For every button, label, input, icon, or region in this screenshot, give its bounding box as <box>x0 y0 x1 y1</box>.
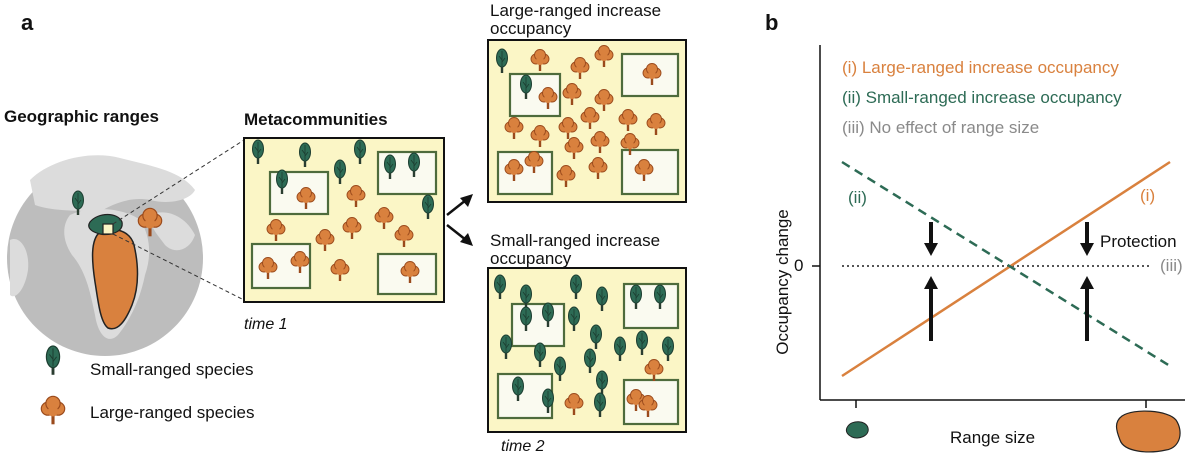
time1-label: time 1 <box>244 316 288 333</box>
line-ii-label: (ii) <box>848 188 867 207</box>
panel-b-label: b <box>765 10 779 35</box>
arrow-to-small-scenario <box>446 224 467 241</box>
small-range-icon <box>845 421 869 439</box>
legend-line-iii: (iii) No effect of range size <box>842 118 1040 137</box>
protection-arrows <box>924 222 1094 341</box>
legend-small-tree-icon <box>45 345 61 376</box>
metacommunity-small-increase <box>487 267 687 433</box>
large-range-icon <box>1115 410 1181 453</box>
line-ii-small-ranged <box>841 160 1171 368</box>
metacommunities-title: Metacommunities <box>244 110 388 129</box>
legend-large-label: Large-ranged species <box>90 403 255 422</box>
zoom-line-top <box>112 139 245 225</box>
line-iii-label: (iii) <box>1160 256 1183 275</box>
panel-a-label: a <box>21 10 34 35</box>
geographic-ranges-title: Geographic ranges <box>4 107 159 126</box>
scenario-small-label: Small-ranged increase occupancy <box>490 231 661 268</box>
time2-label: time 2 <box>501 438 545 455</box>
large-range-area <box>91 228 139 330</box>
zoom-square <box>102 223 114 235</box>
legend-line-ii: (ii) Small-ranged increase occupancy <box>842 88 1122 107</box>
y-zero-label: 0 <box>794 256 804 275</box>
metacommunity-large-increase <box>487 39 687 203</box>
metacommunity-time1 <box>243 137 445 303</box>
arrow-to-large-scenario <box>446 199 467 216</box>
legend-line-i: (i) Large-ranged increase occupancy <box>842 58 1119 77</box>
scenario-large-label: Large-ranged increase occupancy <box>490 1 662 38</box>
protection-label: Protection <box>1100 232 1177 251</box>
line-i-large-ranged <box>841 160 1171 378</box>
legend-large-tree-icon <box>40 395 66 425</box>
y-axis-label: Occupancy change <box>772 209 792 355</box>
legend-small-label: Small-ranged species <box>90 360 254 379</box>
zoom-line-bottom <box>112 233 245 301</box>
line-i-label: (i) <box>1140 186 1156 205</box>
x-axis-label: Range size <box>950 428 1036 447</box>
